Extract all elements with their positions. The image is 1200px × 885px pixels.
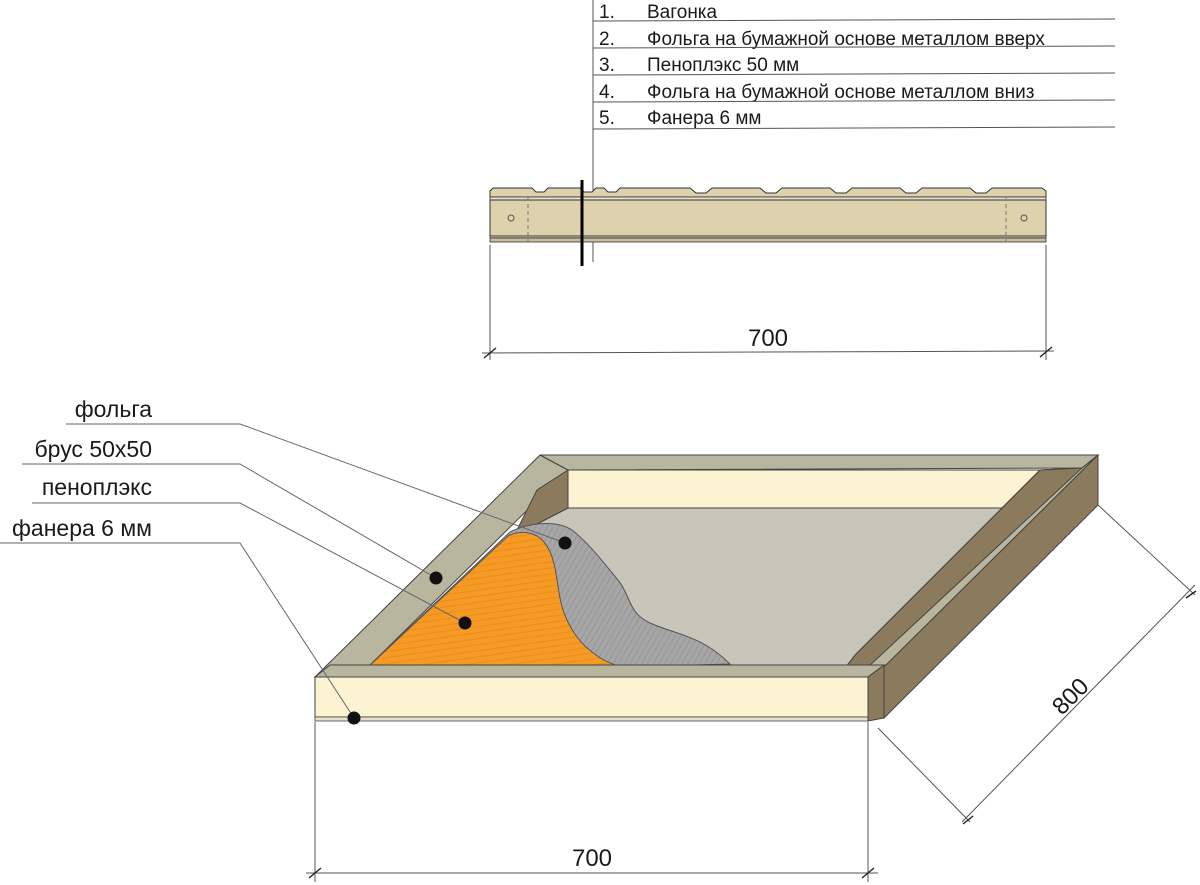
section-width-dimension: 700: [481, 245, 1055, 360]
callout-foil-dot: [558, 536, 572, 550]
legend-number: 1.: [599, 2, 615, 23]
callout-foam-dot: [458, 616, 472, 630]
foam-layer: [489, 199, 1047, 237]
legend-text: Фанера 6 мм: [647, 108, 761, 129]
callout-beam-dot: [429, 571, 443, 585]
frame-inner-back-wall: [567, 469, 1042, 509]
callout-plywood-dot: [347, 711, 361, 725]
isometric-panel: [313, 453, 1100, 722]
callout-plywood-label: фанера 6 мм: [12, 515, 152, 541]
callouts: фольга брус 50х50 пеноплэкс фанера 6 мм: [0, 396, 572, 725]
legend-row-rule: [592, 18, 1116, 22]
legend-row: 1. Вагонка: [592, 2, 1116, 23]
legend-number: 3.: [599, 55, 615, 76]
legend-row: 2. Фольга на бумажной основе металлом вв…: [592, 29, 1116, 50]
frame-front-right-corner: [867, 664, 885, 722]
callout-foil-label: фольга: [75, 396, 152, 422]
foam-layer-cutaway: [366, 531, 621, 668]
callout-beam-label: брус 50х50: [34, 436, 152, 462]
frame-front-beam-face: [314, 676, 869, 718]
panel-width-label: 700: [572, 845, 612, 872]
legend-text: Вагонка: [647, 2, 718, 23]
panel-depth-label: 800: [1047, 673, 1094, 720]
legend-row-rule: [592, 72, 1116, 76]
callout-foam-label: пеноплэкс: [42, 474, 152, 500]
legend-row: 5. Фанера 6 мм: [592, 108, 1116, 130]
frame-front-beam-top: [313, 664, 886, 678]
legend-row: 4. Фольга на бумажной основе металлом вн…: [592, 82, 1116, 103]
legend-text: Пеноплэкс 50 мм: [647, 55, 799, 76]
legend-row-rule: [592, 99, 1116, 103]
panel-width-dimension: 700: [306, 722, 878, 882]
legend-row-rule: [592, 126, 1116, 130]
plywood-layer: [489, 237, 1047, 243]
legend-text: Фольга на бумажной основе металлом вниз: [647, 82, 1034, 103]
legend-text: Фольга на бумажной основе металлом вверх: [647, 29, 1045, 50]
frame-back-beam: [539, 454, 1100, 471]
plywood-bottom-edge: [314, 716, 869, 722]
screw-marker: [1020, 214, 1028, 222]
legend-number: 5.: [599, 108, 615, 129]
cross-section: [489, 180, 1047, 266]
screw-marker: [507, 214, 515, 222]
legend-number: 2.: [599, 29, 615, 50]
legend-row-rule: [592, 45, 1116, 49]
legend-row: 3. Пеноплэкс 50 мм: [592, 55, 1116, 76]
section-width-label: 700: [748, 325, 788, 352]
materials-legend: 1. Вагонка 2. Фольга на бумажной основе …: [592, 0, 1116, 262]
legend-number: 4.: [599, 82, 615, 103]
lining-board-profile: [489, 187, 1047, 198]
